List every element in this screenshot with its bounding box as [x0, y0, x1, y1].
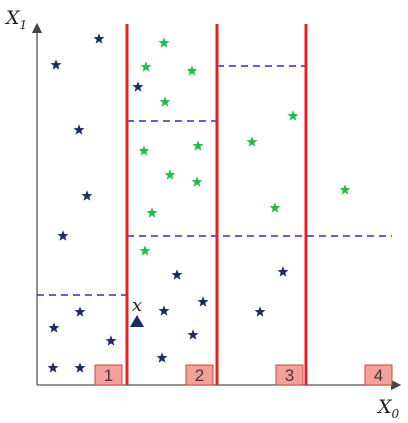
green-star-point	[339, 184, 351, 195]
dark-star-point	[74, 362, 86, 373]
green-star-point	[140, 61, 152, 72]
dark-star-point	[81, 190, 93, 201]
dark-star-point	[74, 306, 86, 317]
dark-star-point	[156, 352, 168, 363]
dark-star-point	[171, 269, 183, 280]
green-star-point	[159, 96, 171, 107]
x-axis-label: X0	[376, 396, 400, 421]
dark-star-point	[50, 59, 62, 70]
dark-star-point	[47, 362, 59, 373]
region-label-3: 3	[275, 364, 304, 386]
green-star-point	[138, 145, 150, 156]
dark-star-point	[187, 329, 199, 340]
green-star-point	[192, 140, 204, 151]
svg-text:1: 1	[104, 366, 113, 385]
data-points	[47, 33, 351, 373]
dark-star-point	[254, 306, 266, 317]
svg-text:2: 2	[195, 366, 204, 385]
green-star-point	[287, 110, 299, 121]
dark-star-point	[158, 305, 170, 316]
dark-star-point	[93, 33, 105, 44]
green-star-point	[164, 169, 176, 180]
dark-star-point	[277, 266, 289, 277]
dark-star-point	[57, 230, 69, 241]
green-star-point	[158, 37, 170, 48]
query-point-triangle	[130, 315, 144, 327]
green-star-point	[191, 176, 203, 187]
query-point-label: x	[132, 295, 142, 316]
green-star-point	[269, 202, 281, 213]
dark-star-point	[48, 322, 60, 333]
region-label-2: 2	[185, 364, 214, 386]
dark-star-point	[132, 81, 144, 92]
dark-star-point	[73, 124, 85, 135]
svg-text:3: 3	[285, 366, 294, 385]
dark-star-point	[197, 296, 209, 307]
svg-text:4: 4	[374, 366, 383, 385]
green-star-point	[146, 207, 158, 218]
green-star-point	[139, 245, 151, 256]
region-label-1: 1	[94, 364, 123, 386]
dark-star-point	[105, 335, 117, 346]
region-label-4: 4	[364, 364, 393, 386]
y-axis-label: X1	[4, 7, 27, 32]
green-star-point	[186, 65, 198, 76]
green-star-point	[246, 136, 258, 147]
